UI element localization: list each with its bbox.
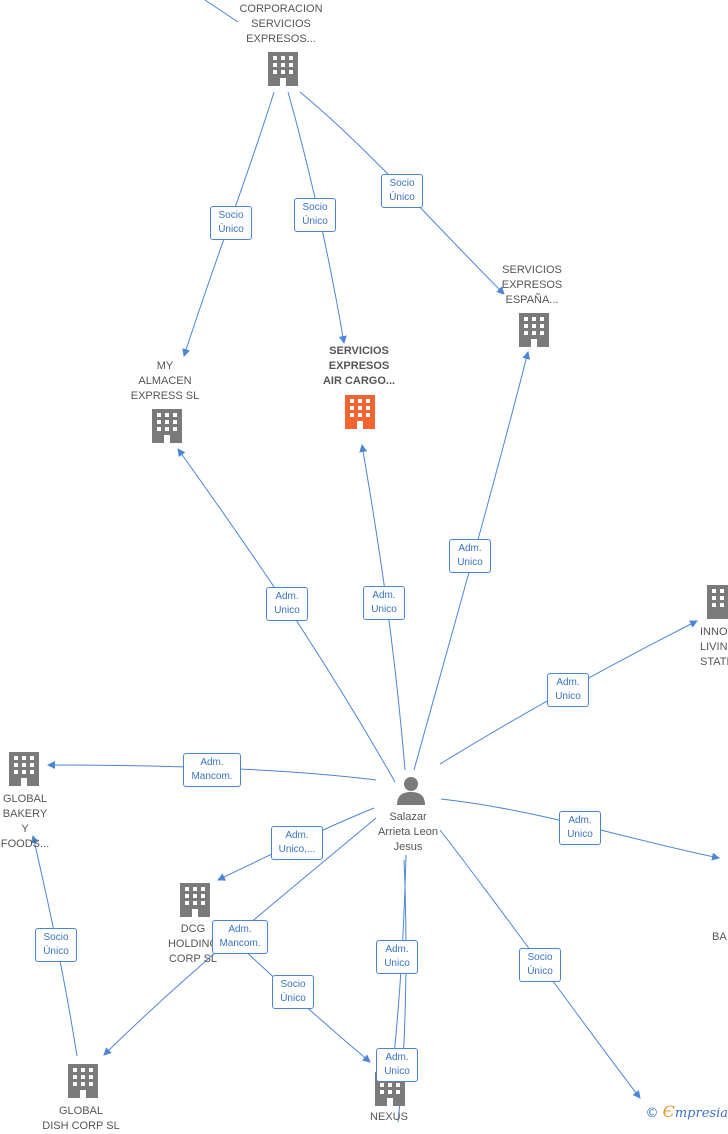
building-icon-dcg[interactable] [180,883,210,917]
building-icon-air-cargo-focus[interactable] [345,395,375,429]
node-label-global-dish[interactable]: GLOBAL DISH CORP SL [42,1105,120,1132]
node-label-global-bakery[interactable]: GLOBAL BAKERY Y FOODS... [0,793,50,850]
building-icon-global-dish[interactable] [68,1064,98,1098]
brand-name: mpresia [674,1106,728,1121]
edge-label-adm-unico-ba[interactable]: Adm. Unico [559,811,601,845]
building-icon-espana[interactable] [519,313,549,347]
brand-initial: Є [662,1102,675,1121]
edge-offscreen-corporacion [204,0,239,23]
node-label-person[interactable]: Salazar Arrieta Leon Jesus [378,811,438,853]
node-label-nexus[interactable]: NEXUS [370,1111,408,1123]
empresia-logo[interactable]: © Єmpresia [645,1102,728,1121]
node-label-inno[interactable]: INNO LIVIN STATE [700,626,728,668]
node-label-ba[interactable]: BA [712,931,727,943]
edge-label-socio-unico-my-almacen[interactable]: Socio Único [210,206,252,240]
building-icon-corporacion[interactable] [268,52,298,86]
node-label-air-cargo[interactable]: SERVICIOS EXPRESOS AIR CARGO... [322,345,396,387]
building-icon-inno[interactable] [707,585,728,619]
edge-label-socio-unico-global-bakery[interactable]: Socio Único [35,928,77,962]
person-icon[interactable] [397,777,425,805]
edge-label-socio-unico-bottom[interactable]: Socio Único [519,948,561,982]
edge-label-adm-unico-air-cargo[interactable]: Adm. Unico [363,586,405,620]
edge-label-adm-mancom-global-bakery[interactable]: Adm. Mancom. [183,753,241,787]
node-label-dcg[interactable]: DCG HOLDING CORP SL [167,923,219,965]
copyright-symbol: © [645,1106,659,1121]
edge-label-socio-unico-nexus[interactable]: Socio Único [272,975,314,1009]
building-icon-my-almacen[interactable] [152,409,182,443]
node-label-my-almacen[interactable]: MY ALMACEN EXPRESS SL [130,360,200,402]
edge-label-adm-unico-nexus[interactable]: Adm. Unico [376,940,418,974]
edge-label-adm-unico-my-almacen[interactable]: Adm. Unico [266,587,308,621]
edge-label-adm-mancom-global-dish[interactable]: Adm. Mancom. [212,920,268,954]
edge-label-socio-unico-espana[interactable]: Socio Único [381,174,423,208]
node-label-corporacion[interactable]: CORPORACION SERVICIOS EXPRESOS... [239,3,323,45]
edge-label-adm-unico-etc-dcg[interactable]: Adm. Unico,... [271,826,323,860]
node-label-espana[interactable]: SERVICIOS EXPRESOS ESPAÑA... [501,264,563,306]
edge-label-adm-unico-inno[interactable]: Adm. Unico [547,673,589,707]
edge-label-socio-unico-air-cargo[interactable]: Socio Único [294,198,336,232]
edge-label-adm-unico-espana[interactable]: Adm. Unico [449,539,491,573]
edge-label-adm-unico-nexus-2[interactable]: Adm. Unico [376,1048,418,1082]
building-icon-global-bakery[interactable] [9,752,39,786]
